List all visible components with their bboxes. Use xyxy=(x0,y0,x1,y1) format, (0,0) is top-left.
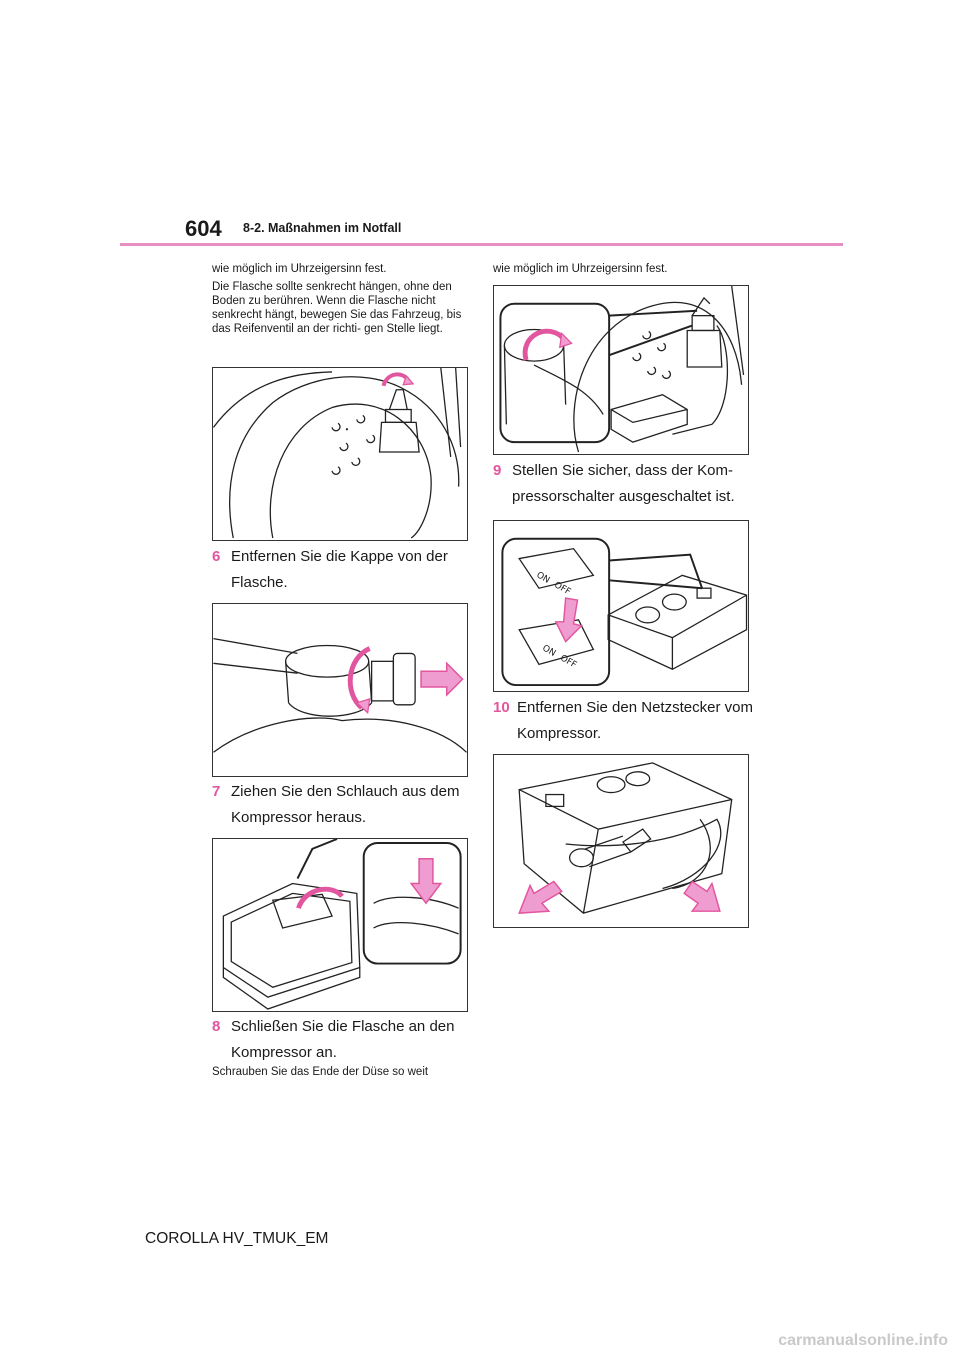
switch-on-label-lower: ON xyxy=(540,643,557,658)
step-7: 7 Ziehen Sie den Schlauch aus dem Kompre… xyxy=(212,779,472,831)
step-6-text: Entfernen Sie die Kappe von der Flasche. xyxy=(231,548,448,591)
pull-arrow-icon xyxy=(683,880,721,912)
step-8-text: Schließen Sie die Flasche an den Kompres… xyxy=(231,1018,455,1061)
rotate-clockwise-arrow-icon xyxy=(296,886,344,910)
step-10: 10 Entfernen Sie den Netzstecker vom Kom… xyxy=(493,695,763,747)
step-7-text: Ziehen Sie den Schlauch aus dem Kompress… xyxy=(231,783,460,826)
step-8: 8 Schließen Sie die Flasche an den Kompr… xyxy=(212,1014,472,1066)
note-paragraph: Die Flasche sollte senkrecht hängen, ohn… xyxy=(212,281,462,335)
page-number: 604 xyxy=(185,216,222,241)
right-intro-line: wie möglich im Uhrzeigersinn fest. xyxy=(493,263,668,275)
left-outro-line: Schrauben Sie das Ende der Düse so weit xyxy=(212,1066,429,1078)
figure-bottle-on-valve xyxy=(212,367,468,541)
section-title: 8-2. Maßnahmen im Notfall xyxy=(243,221,402,235)
step-10-number: 10 xyxy=(493,699,510,716)
figure-compressor-switch: ON OFF ON OFF xyxy=(493,520,749,692)
header-rule xyxy=(120,243,843,246)
pull-arrow-icon xyxy=(518,880,563,914)
step-9: 9 Stellen Sie sicher, dass der Kom- pres… xyxy=(493,458,763,510)
figure-pull-hose xyxy=(212,838,468,1012)
watermark[interactable]: carmanualsonline.info xyxy=(778,1332,948,1349)
figure-unplug-compressor xyxy=(493,754,749,928)
rotate-clockwise-arrow-icon xyxy=(522,328,568,361)
step-6-number: 6 xyxy=(212,548,221,565)
push-down-arrow-icon xyxy=(409,858,443,905)
step-9-text: Stellen Sie sicher, dass der Kom- presso… xyxy=(512,462,735,505)
switch-off-label: OFF xyxy=(552,580,572,597)
switch-off-label-lower: OFF xyxy=(558,653,578,670)
pull-arrow-icon xyxy=(420,661,464,697)
left-intro-line: wie möglich im Uhrzeigersinn fest. xyxy=(212,263,387,275)
step-10-text: Entfernen Sie den Netzstecker vom Kompre… xyxy=(517,699,753,742)
step-7-number: 7 xyxy=(212,783,221,800)
footer-model: COROLLA HV_TMUK_EM xyxy=(145,1230,329,1247)
step-6: 6 Entfernen Sie die Kappe von der Flasch… xyxy=(212,544,472,596)
switch-on-label: ON xyxy=(535,570,552,585)
push-down-arrow-icon xyxy=(554,597,583,643)
figure-connect-bottle xyxy=(493,285,749,455)
step-8-number: 8 xyxy=(212,1018,221,1035)
step-9-number: 9 xyxy=(493,462,502,479)
figure-remove-cap xyxy=(212,603,468,777)
